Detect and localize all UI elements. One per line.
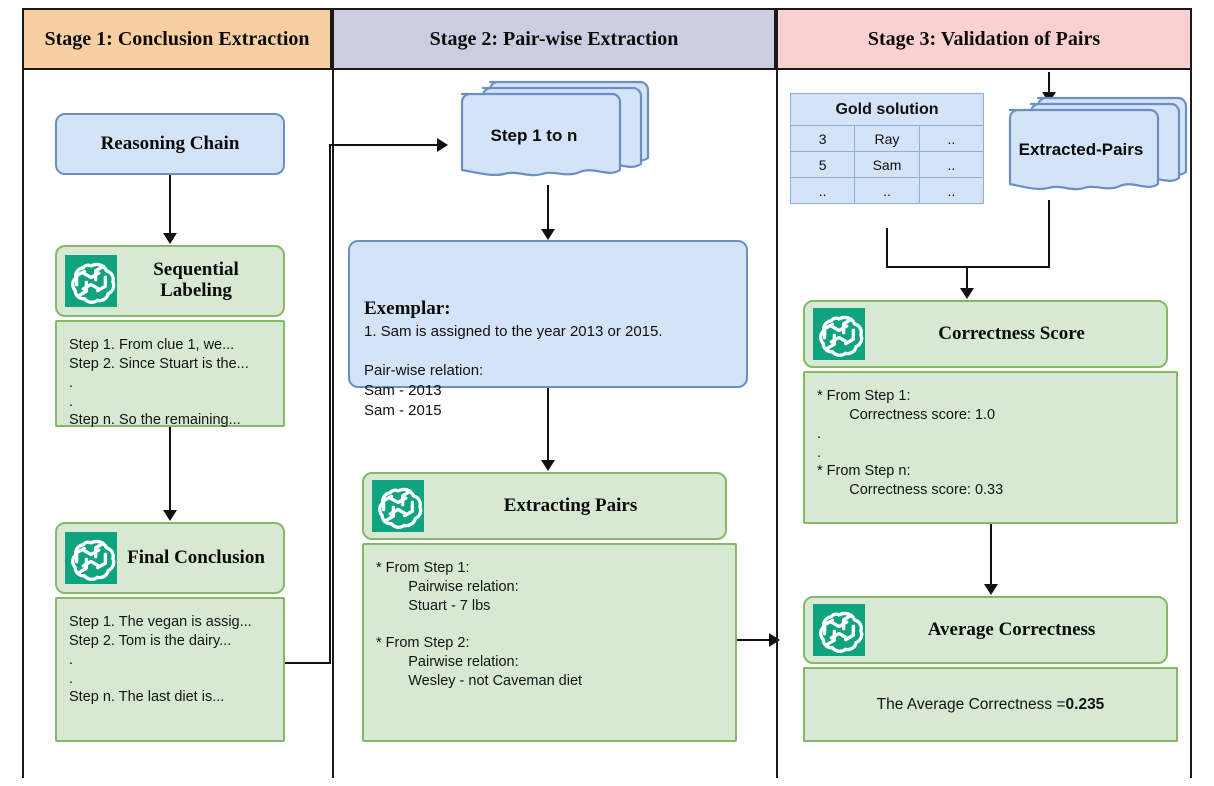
connector-sequential-to-final [169,427,171,512]
connector-into-extracted-pairs [1048,72,1050,94]
final-conclusion-body: Step 1. The vegan is assig... Step 2. To… [55,597,285,742]
correctness-score-body: * From Step 1: Correctness score: 1.0 . … [803,371,1178,524]
average-correctness-result-value: 0.235 [1065,695,1105,713]
extracting-pairs-title: Extracting Pairs [503,494,638,516]
correctness-score-title: Correctness Score [938,322,1085,344]
arrowhead-exemplar-to-extracting [541,460,555,471]
gold-cell: Ray [854,125,920,152]
gold-cell: .. [789,177,856,204]
connector-gold-down [886,228,888,268]
extracted-pairs-document-stack[interactable]: Extracted-Pairs [1000,96,1190,212]
average-correctness-result-prefix: The Average Correctness = [876,695,1066,713]
connector-final-to-steps-seg-h2 [329,144,439,146]
column-separator-2-3 [776,70,778,778]
exemplar-panel: Exemplar: 1. Sam is assigned to the year … [348,240,748,419]
connector-merge-down [966,266,968,290]
openai-logo-icon [372,480,424,532]
step-1-to-n-label: Step 1 to n [490,126,578,145]
gold-cell: 3 [789,125,856,152]
gold-solution-table: Gold solution 3 Ray .. 5 Sam .. .. .. .. [789,93,985,204]
gold-cell: .. [918,125,985,152]
table-row: 5 Sam .. [789,151,985,178]
arrowhead-reasoning-to-sequential [163,233,177,244]
final-conclusion-node[interactable]: Final Conclusion [55,522,285,594]
reasoning-chain-node[interactable]: Reasoning Chain [55,113,285,175]
exemplar-heading: Exemplar: [364,297,451,319]
average-correctness-body: The Average Correctness = 0.235 [803,667,1178,742]
connector-final-to-steps-seg-v [329,144,331,664]
step-1-to-n-document-stack[interactable]: Step 1 to n [448,80,650,198]
stage-2-header: Stage 2: Pair-wise Extraction [332,8,776,70]
final-conclusion-title: Final Conclusion [127,546,265,568]
arrowhead-merge-to-correctness [960,288,974,299]
average-correctness-node[interactable]: Average Correctness [803,596,1168,664]
figure-frame-right-border [1190,8,1192,778]
extracting-pairs-node[interactable]: Extracting Pairs [362,472,727,540]
stage-3-header: Stage 3: Validation of Pairs [776,8,1192,70]
correctness-score-node[interactable]: Correctness Score [803,300,1168,368]
sequential-labeling-title: Sequential Labeling [153,259,239,301]
extracted-pairs-label: Extracted-Pairs [1018,140,1144,159]
gold-solution-header: Gold solution [790,93,984,126]
stage-1-header: Stage 1: Conclusion Extraction [22,8,332,70]
connector-exemplar-to-extracting [547,388,549,462]
sequential-labeling-node[interactable]: Sequential Labeling [55,245,285,317]
openai-logo-icon [813,308,865,360]
gold-cell: Sam [854,151,920,178]
openai-logo-icon [65,255,117,307]
gold-solution-rows: 3 Ray .. 5 Sam .. .. .. .. [789,125,985,204]
extracting-pairs-body: * From Step 1: Pairwise relation: Stuart… [362,543,737,742]
arrowhead-extracting-to-stage3 [769,633,780,647]
connector-merge-horizontal [886,266,1050,268]
figure-frame-left-border [22,8,24,778]
gold-cell: .. [918,177,985,204]
gold-cell: 5 [789,151,856,178]
connector-steps-to-exemplar [547,185,549,231]
gold-cell: .. [918,151,985,178]
openai-logo-icon [813,604,865,656]
connector-final-to-steps-seg-h1 [285,662,331,664]
column-separator-1-2 [332,70,334,778]
reasoning-chain-label: Reasoning Chain [100,132,240,154]
gold-cell: .. [854,177,920,204]
connector-correctness-to-average [990,524,992,586]
openai-logo-icon [65,532,117,584]
table-row: .. .. .. [789,177,985,204]
arrowhead-sequential-to-final [163,510,177,521]
connector-extracted-down [1048,200,1050,268]
table-row: 3 Ray .. [789,125,985,152]
arrowhead-final-to-steps [437,138,448,152]
arrowhead-correctness-to-average [984,584,998,595]
sequential-labeling-body: Step 1. From clue 1, we... Step 2. Since… [55,320,285,428]
exemplar-body: 1. Sam is assigned to the year 2013 or 2… [364,322,663,419]
arrowhead-steps-to-exemplar [541,229,555,240]
average-correctness-title: Average Correctness [927,618,1096,640]
connector-reasoning-to-sequential [169,175,171,235]
connector-extracting-to-stage3 [737,639,775,641]
